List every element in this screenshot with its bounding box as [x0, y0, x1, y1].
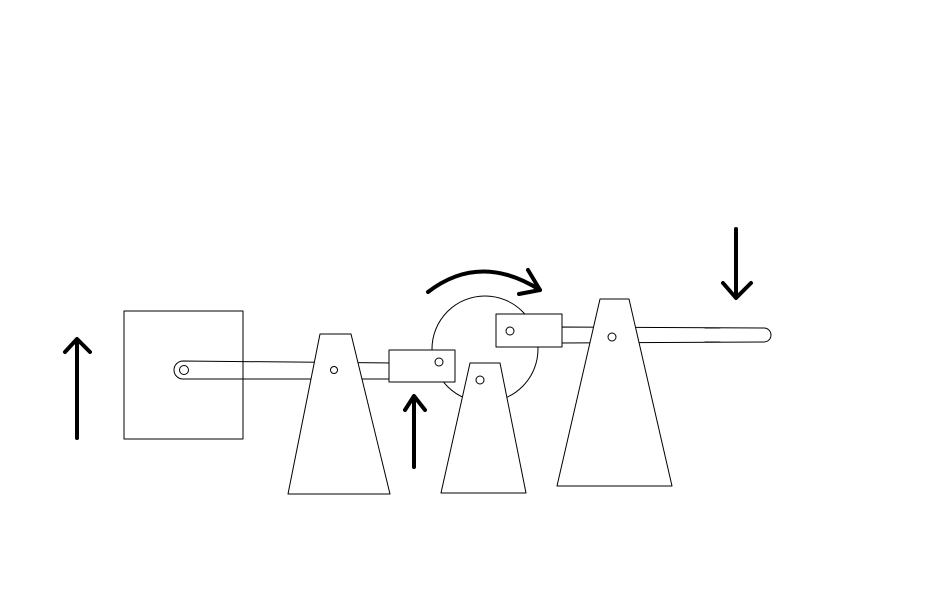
- right-fulcrum: [556, 298, 673, 487]
- left-up-arrow: [63, 337, 92, 440]
- rotation-arrow: [426, 268, 542, 296]
- middle-fulcrum: [440, 362, 527, 494]
- left-fulcrum: [287, 333, 391, 495]
- center-up-arrow: [403, 394, 427, 469]
- right-down-arrow: [721, 227, 753, 300]
- left-slider: [388, 349, 456, 383]
- right-slider: [495, 313, 563, 348]
- counterweight-block: [123, 310, 244, 440]
